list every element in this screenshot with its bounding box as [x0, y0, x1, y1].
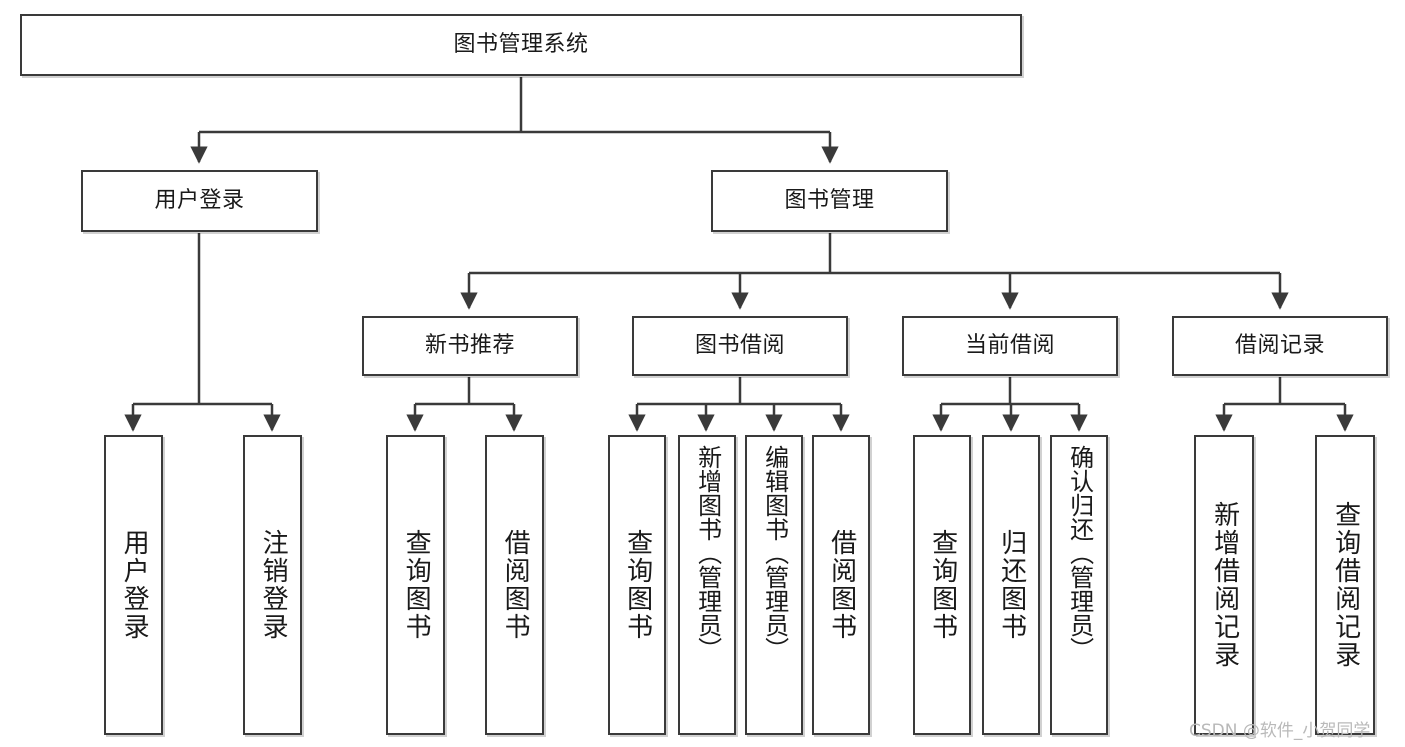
node-current-borrow-label: 当前借阅 [964, 332, 1055, 358]
node-leaf-user-login[interactable]: 用户登录 [104, 435, 163, 735]
node-borrow-record-label: 借阅记录 [1234, 332, 1325, 358]
node-leaf-confirm-return-label: 确认归还（管理员） [1065, 445, 1094, 661]
node-leaf-user-logout[interactable]: 注销登录 [243, 435, 302, 735]
node-leaf-borrow-book-1-label: 借阅图书 [500, 529, 531, 641]
node-leaf-add-book[interactable]: 新增图书（管理员） [678, 435, 736, 735]
node-leaf-user-logout-label: 注销登录 [258, 529, 289, 641]
node-book-manage[interactable]: 图书管理 [711, 170, 948, 232]
node-leaf-query-book-2[interactable]: 查询图书 [608, 435, 666, 735]
node-current-borrow[interactable]: 当前借阅 [902, 316, 1118, 376]
node-leaf-edit-book[interactable]: 编辑图书（管理员） [745, 435, 803, 735]
node-leaf-add-record[interactable]: 新增借阅记录 [1194, 435, 1254, 735]
node-book-borrow[interactable]: 图书借阅 [632, 316, 848, 376]
node-leaf-borrow-book-2[interactable]: 借阅图书 [812, 435, 870, 735]
node-leaf-edit-book-label: 编辑图书（管理员） [760, 445, 789, 661]
node-leaf-query-book-1[interactable]: 查询图书 [386, 435, 445, 735]
node-leaf-add-book-label: 新增图书（管理员） [693, 445, 722, 661]
node-leaf-user-login-label: 用户登录 [119, 529, 150, 641]
node-leaf-query-record[interactable]: 查询借阅记录 [1315, 435, 1375, 735]
node-leaf-borrow-book-1[interactable]: 借阅图书 [485, 435, 544, 735]
node-leaf-query-book-3[interactable]: 查询图书 [913, 435, 971, 735]
node-user-login-label: 用户登录 [154, 187, 245, 213]
node-user-login[interactable]: 用户登录 [81, 170, 318, 232]
node-root[interactable]: 图书管理系统 [20, 14, 1022, 76]
node-new-book-recommend-label: 新书推荐 [424, 332, 515, 358]
csdn-watermark: CSDN @软件_小贺同学 [1189, 721, 1371, 741]
node-leaf-return-book[interactable]: 归还图书 [982, 435, 1040, 735]
node-leaf-return-book-label: 归还图书 [996, 529, 1027, 641]
node-leaf-query-record-label: 查询借阅记录 [1330, 501, 1361, 669]
node-leaf-add-record-label: 新增借阅记录 [1209, 501, 1240, 669]
node-borrow-record[interactable]: 借阅记录 [1172, 316, 1388, 376]
node-book-borrow-label: 图书借阅 [694, 332, 785, 358]
node-book-manage-label: 图书管理 [784, 187, 875, 213]
node-leaf-confirm-return[interactable]: 确认归还（管理员） [1050, 435, 1108, 735]
node-root-label: 图书管理系统 [453, 31, 589, 57]
node-leaf-query-book-2-label: 查询图书 [622, 529, 653, 641]
node-leaf-query-book-3-label: 查询图书 [927, 529, 958, 641]
node-new-book-recommend[interactable]: 新书推荐 [362, 316, 578, 376]
node-leaf-query-book-1-label: 查询图书 [401, 529, 432, 641]
node-leaf-borrow-book-2-label: 借阅图书 [826, 529, 857, 641]
